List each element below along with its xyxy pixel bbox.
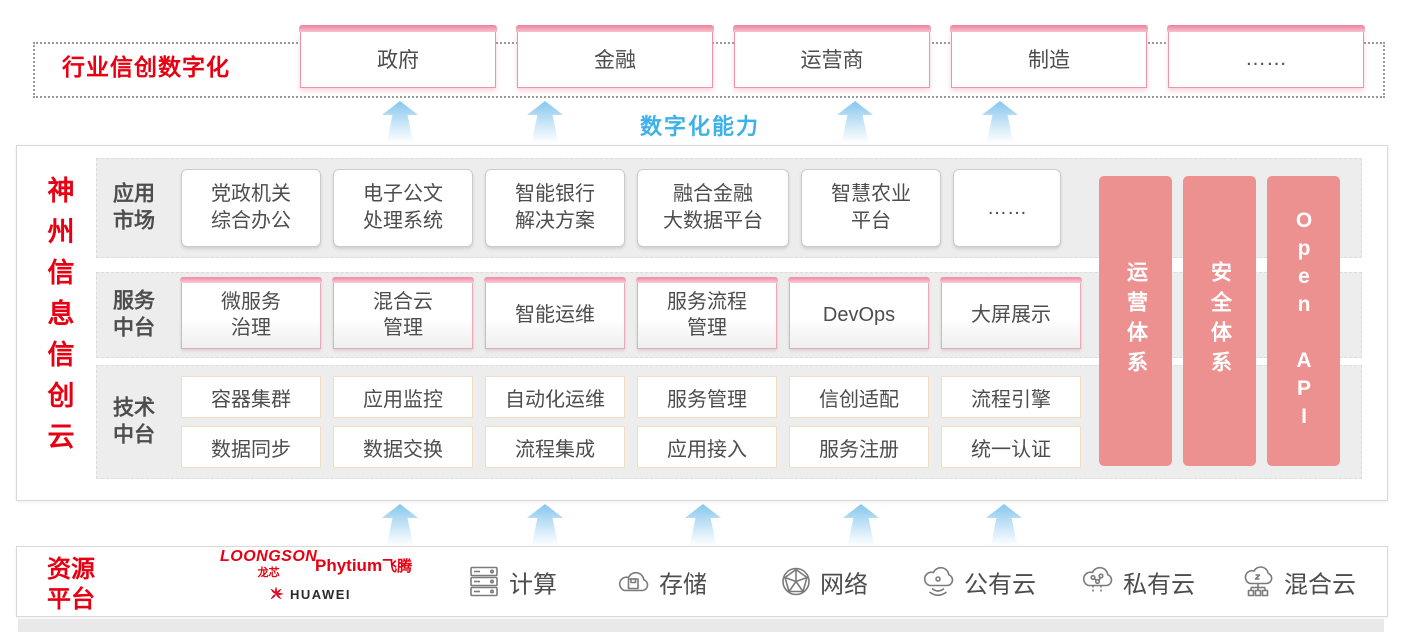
industry-box-operator: 运营商 [733,25,931,88]
app-box-smart-agriculture: 智慧农业 平台 [801,169,941,247]
resource-item-label: 网络 [820,571,868,598]
network-globe-icon [779,565,813,599]
resource-item-label: 计算 [509,571,557,598]
tech-box-data-exchange: 数据交换 [333,426,473,468]
svc-box-service-process-mgmt: 服务流程 管理 [636,277,778,349]
resource-item-storage: 存储 [614,564,707,599]
loongson-logo: LOONGSON 龙芯 [220,548,317,580]
industry-box-row: 政府 金融 运营商 制造 …… [299,25,1365,88]
lane-service-platform: 服务 中台 微服务 治理 混合云 管理 智能运维 服务流程 管理 DevOps … [96,272,1362,358]
svc-box-hybrid-cloud-mgmt: 混合云 管理 [332,277,474,349]
service-platform-items: 微服务 治理 混合云 管理 智能运维 服务流程 管理 DevOps 大屏展示 [180,277,1082,349]
phytium-logo-cn: 飞腾 [382,558,413,575]
resource-item-label: 私有云 [1123,571,1195,598]
private-cloud-icon [1078,565,1116,599]
tech-box-service-registry: 服务注册 [789,426,929,468]
industry-box-government: 政府 [299,25,497,88]
platform-vertical-title: 神州信息信创云 [47,176,75,452]
resource-item-label: 公有云 [964,571,1036,598]
svc-box-intelligent-ops: 智能运维 [484,277,626,349]
app-box-finance-bigdata: 融合金融 大数据平台 [637,169,789,247]
resource-item-compute: 计算 [466,564,557,599]
up-arrow-icon [527,101,563,143]
hybrid-cloud-icon [1239,565,1277,599]
resource-item-public-cloud: 公有云 [919,564,1036,599]
banner-title: 行业信创数字化 [62,54,230,80]
tech-box-process-engine: 流程引擎 [941,376,1081,418]
pillar-operation-system: 运营体系 [1099,176,1172,466]
loongson-logo-cn: 龙芯 [257,567,280,579]
server-icon [466,565,502,599]
svc-box-big-screen: 大屏展示 [940,277,1082,349]
resource-item-network: 网络 [779,564,868,599]
up-arrow-icon [685,504,721,546]
up-arrow-icon [382,504,418,546]
phytium-logo: Phytium飞腾 [315,555,412,576]
tech-box-container-cluster: 容器集群 [181,376,321,418]
tech-box-data-sync: 数据同步 [181,426,321,468]
svc-box-devops: DevOps [788,277,930,349]
tech-platform-items: 容器集群 应用监控 自动化运维 服务管理 信创适配 流程引擎 数据同步 数据交换… [181,376,1081,468]
loongson-logo-text: LOONGSON [220,548,318,565]
up-arrow-icon [986,504,1022,546]
app-box-smart-bank: 智能银行 解决方案 [485,169,625,247]
pillar-open-api: Open API [1267,176,1340,466]
industry-box-manufacturing: 制造 [950,25,1148,88]
pillar-security-system: 安全体系 [1183,176,1256,466]
lane-label-app-market: 应用 市场 [113,182,155,233]
lane-tech-platform: 技术 中台 容器集群 应用监控 自动化运维 服务管理 信创适配 流程引擎 数据同… [96,365,1362,479]
app-box-more: …… [953,169,1061,247]
lane-label-service-platform: 服务 中台 [113,289,155,340]
tech-box-process-integration: 流程集成 [485,426,625,468]
resource-item-hybrid-cloud: 混合云 [1239,564,1356,599]
app-box-party-office: 党政机关 综合办公 [181,169,321,247]
industry-box-more: …… [1167,25,1365,88]
up-arrow-icon [837,101,873,143]
resource-panel: 资源 平台 LOONGSON 龙芯 Phytium飞腾 HUAWEI [16,546,1388,617]
app-market-items: 党政机关 综合办公 电子公文 处理系统 智能银行 解决方案 融合金融 大数据平台… [181,169,1061,247]
capability-label: 数字化能力 [639,114,760,139]
resource-item-private-cloud: 私有云 [1078,564,1195,599]
svc-box-microservice-governance: 微服务 治理 [180,277,322,349]
tech-box-service-mgmt: 服务管理 [637,376,777,418]
app-box-edoc-system: 电子公文 处理系统 [333,169,473,247]
up-arrow-icon [843,504,879,546]
tech-box-xinchuang-adaptation: 信创适配 [789,376,929,418]
tech-box-automated-ops: 自动化运维 [485,376,625,418]
lane-app-market: 应用 市场 党政机关 综合办公 电子公文 处理系统 智能银行 解决方案 融合金融… [96,158,1362,258]
huawei-logo: HUAWEI [267,585,351,603]
up-arrow-icon [982,101,1018,143]
platform-panel: 神州信息信创云 应用 市场 党政机关 综合办公 电子公文 处理系统 智能银行 解… [16,145,1388,501]
public-cloud-icon [919,565,957,599]
lane-label-tech-platform: 技术 中台 [113,396,155,447]
up-arrow-icon [382,101,418,143]
phytium-logo-text: Phytium [315,556,383,575]
resource-panel-label: 资源 平台 [47,556,95,613]
bottom-edge-strip [18,619,1384,632]
huawei-logo-text: HUAWEI [290,586,351,602]
up-arrow-icon [527,504,563,546]
resource-item-label: 存储 [659,571,707,598]
tech-box-app-monitoring: 应用监控 [333,376,473,418]
tech-box-unified-auth: 统一认证 [941,426,1081,468]
resource-item-label: 混合云 [1284,571,1356,598]
storage-cloud-icon [614,566,652,598]
industry-box-finance: 金融 [516,25,714,88]
huawei-flower-icon [267,585,285,603]
tech-box-app-access: 应用接入 [637,426,777,468]
